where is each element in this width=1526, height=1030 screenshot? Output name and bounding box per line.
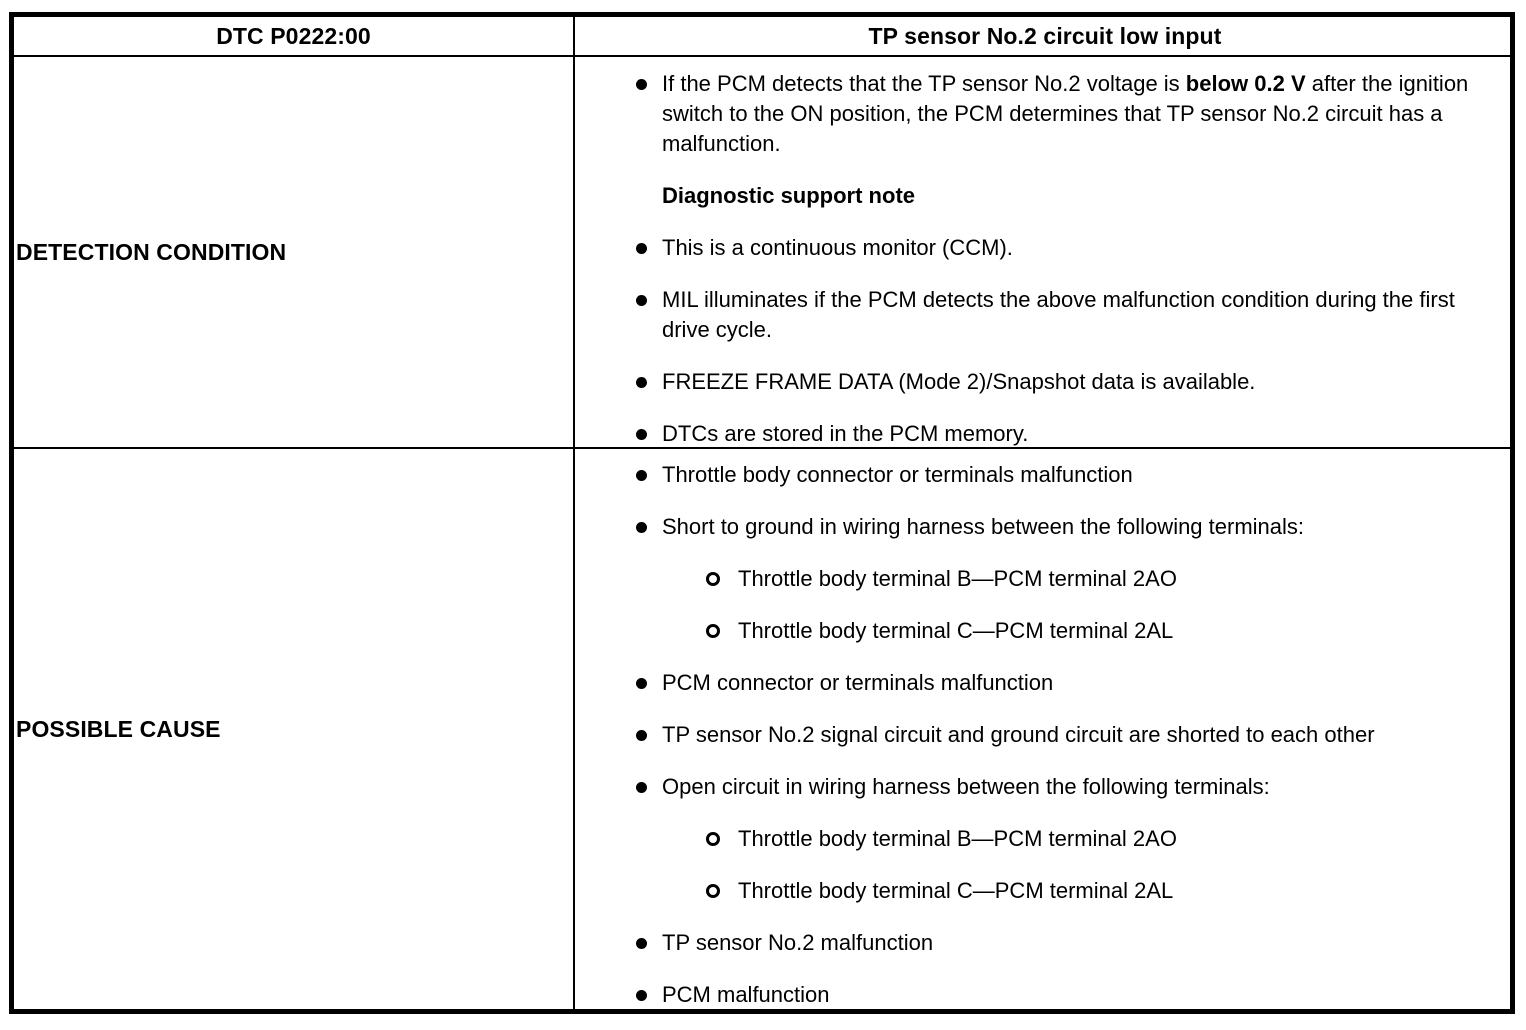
filled-circle-bullet-icon <box>636 772 650 802</box>
list-item-text-emphasis: below 0.2 V <box>1185 71 1306 96</box>
list-item: PCM malfunction <box>575 980 1515 1010</box>
hollow-circle-bullet-icon <box>706 876 720 906</box>
list-item: Open circuit in wiring harness between t… <box>575 772 1515 802</box>
list-item: Throttle body connector or terminals mal… <box>575 460 1515 490</box>
list-item: DTCs are stored in the PCM memory. <box>575 419 1515 449</box>
possible-cause-label: POSSIBLE CAUSE <box>16 715 221 742</box>
list-item-text: This is a continuous monitor (CCM). <box>662 235 1013 260</box>
list-item-text-part: If the PCM detects that the TP sensor No… <box>662 71 1186 96</box>
filled-circle-bullet-icon <box>636 233 650 263</box>
filled-circle-bullet-icon <box>636 512 650 542</box>
filled-circle-bullet-icon <box>636 285 650 315</box>
diagnostic-support-note-heading: Diagnostic support note <box>662 183 915 208</box>
detection-condition-label: DETECTION CONDITION <box>16 238 287 265</box>
detection-condition-content: If the PCM detects that the TP sensor No… <box>575 57 1515 447</box>
header-row-divider <box>14 55 1510 57</box>
dtc-table: DTC P0222:00 TP sensor No.2 circuit low … <box>9 12 1515 1014</box>
sub-list-item-text: Throttle body terminal B—PCM terminal 2A… <box>738 566 1177 591</box>
column-divider <box>573 17 575 1009</box>
filled-circle-bullet-icon <box>636 720 650 750</box>
sub-list-item: Throttle body terminal B—PCM terminal 2A… <box>575 824 1515 854</box>
dtc-code-header: DTC P0222:00 <box>216 22 371 49</box>
list-item: PCM connector or terminals malfunction <box>575 668 1515 698</box>
list-item: FREEZE FRAME DATA (Mode 2)/Snapshot data… <box>575 367 1515 397</box>
list-item-text: TP sensor No.2 malfunction <box>662 930 934 955</box>
list-item-text: PCM malfunction <box>662 982 830 1007</box>
sub-list-item-text: Throttle body terminal B—PCM terminal 2A… <box>738 826 1177 851</box>
list-item-text: DTCs are stored in the PCM memory. <box>662 421 1029 446</box>
list-item: MIL illuminates if the PCM detects the a… <box>575 285 1515 345</box>
list-item-text: Short to ground in wiring harness betwee… <box>662 514 1305 539</box>
sub-list-item: Throttle body terminal C—PCM terminal 2A… <box>575 876 1515 906</box>
filled-circle-bullet-icon <box>636 980 650 1010</box>
list-item: This is a continuous monitor (CCM). <box>575 233 1515 263</box>
section-row-divider <box>14 447 1510 449</box>
dtc-description-header: TP sensor No.2 circuit low input <box>868 22 1222 49</box>
list-item-text: If the PCM detects that the TP sensor No… <box>662 71 1468 156</box>
filled-circle-bullet-icon <box>636 419 650 449</box>
list-item-text: Throttle body connector or terminals mal… <box>662 462 1133 487</box>
list-item-text: Open circuit in wiring harness between t… <box>662 774 1270 799</box>
sub-list-item: Throttle body terminal B—PCM terminal 2A… <box>575 564 1515 594</box>
list-item-text-part: after the ignition switch to the ON posi… <box>662 71 1469 156</box>
sub-list-item-text: Throttle body terminal C—PCM terminal 2A… <box>738 618 1174 643</box>
filled-circle-bullet-icon <box>636 460 650 490</box>
list-item-text: TP sensor No.2 signal circuit and ground… <box>662 722 1375 747</box>
list-item: TP sensor No.2 signal circuit and ground… <box>575 720 1515 750</box>
filled-circle-bullet-icon <box>636 928 650 958</box>
hollow-circle-bullet-icon <box>706 564 720 594</box>
filled-circle-bullet-icon <box>636 69 650 99</box>
list-item: TP sensor No.2 malfunction <box>575 928 1515 958</box>
filled-circle-bullet-icon <box>636 668 650 698</box>
hollow-circle-bullet-icon <box>706 616 720 646</box>
list-item-text: FREEZE FRAME DATA (Mode 2)/Snapshot data… <box>662 369 1256 394</box>
list-item-text: MIL illuminates if the PCM detects the a… <box>662 287 1455 342</box>
sub-list-item: Throttle body terminal C—PCM terminal 2A… <box>575 616 1515 646</box>
possible-cause-content: Throttle body connector or terminals mal… <box>575 449 1515 1009</box>
filled-circle-bullet-icon <box>636 367 650 397</box>
list-item: Short to ground in wiring harness betwee… <box>575 512 1515 542</box>
list-item-text: PCM connector or terminals malfunction <box>662 670 1054 695</box>
list-item: If the PCM detects that the TP sensor No… <box>575 69 1515 159</box>
sub-list-item-text: Throttle body terminal C—PCM terminal 2A… <box>738 878 1174 903</box>
hollow-circle-bullet-icon <box>706 824 720 854</box>
